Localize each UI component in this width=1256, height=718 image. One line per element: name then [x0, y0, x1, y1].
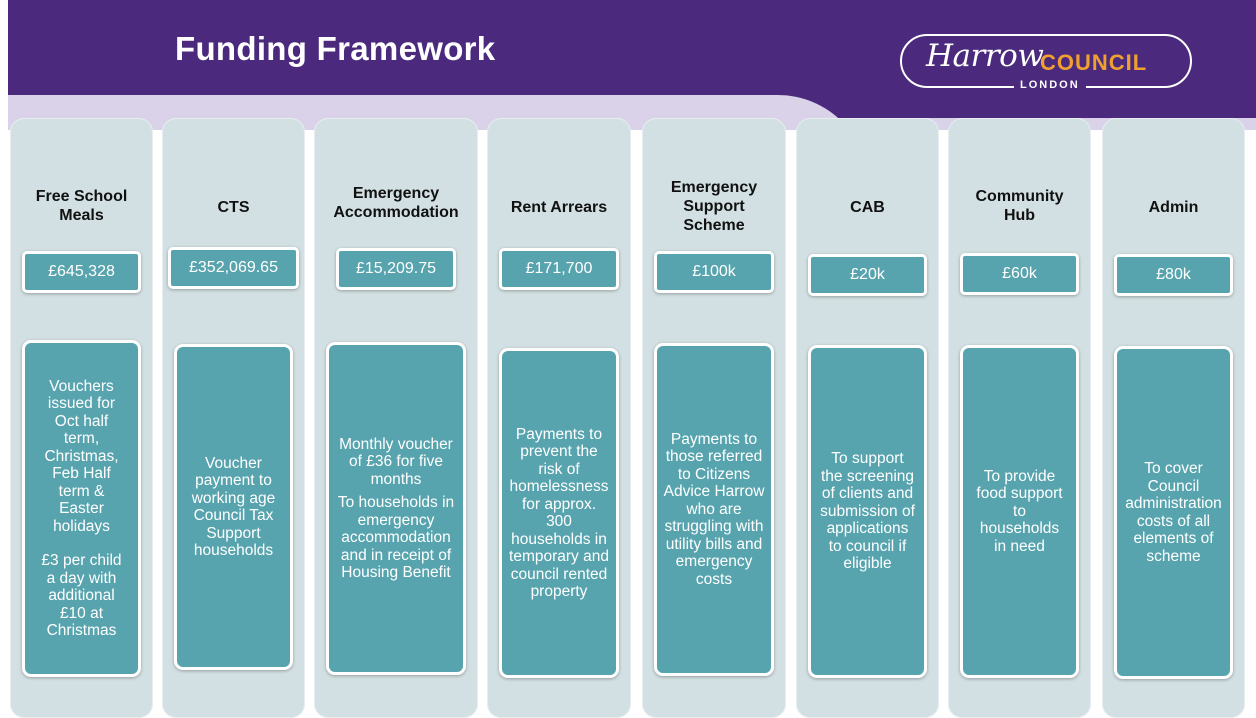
column-free-school-meals: Free School Meals £645,328 Vouchers issu… [10, 118, 153, 718]
column-cab: CAB £20k To support the screening of cli… [796, 118, 939, 718]
description-text: Vouchers issued for Oct half term, Chris… [44, 377, 119, 535]
funding-description: Monthly voucher of £36 for five months T… [326, 342, 466, 675]
logo-council: COUNCIL [1040, 50, 1148, 75]
column-title: CTS [217, 199, 250, 216]
funding-amount: £80k [1114, 254, 1233, 296]
description-text: Payments to those referred to Citizens A… [663, 430, 765, 588]
column-title: Emergency Accommodation [333, 185, 459, 221]
column-title: Rent Arrears [510, 199, 608, 216]
column-title: Admin [1148, 199, 1199, 216]
funding-description: To cover Council administration costs of… [1114, 346, 1233, 679]
column-cts: CTS £352,069.65 Voucher payment to worki… [162, 118, 305, 718]
column-community-hub: Community Hub £60k To provide food suppo… [948, 118, 1091, 718]
funding-description: Vouchers issued for Oct half term, Chris… [22, 340, 141, 677]
funding-description: Payments to prevent the risk of homeless… [499, 348, 619, 678]
funding-amount: £15,209.75 [336, 248, 456, 290]
funding-amount: £171,700 [499, 248, 619, 290]
column-title: CAB [850, 199, 885, 216]
funding-description: To support the screening of clients and … [808, 345, 927, 678]
funding-description: To provide food support to households in… [960, 345, 1079, 678]
column-title: Emergency Support Scheme [670, 179, 758, 234]
funding-amount: £352,069.65 [168, 247, 299, 289]
funding-amount: £645,328 [22, 251, 141, 293]
column-title: Free School Meals [35, 188, 128, 224]
logo-script: Harrow [926, 38, 1044, 74]
column-title: Community Hub [975, 188, 1064, 224]
description-text: To cover Council administration costs of… [1125, 460, 1222, 565]
column-admin: Admin £80k To cover Council administrati… [1102, 118, 1245, 718]
harrow-council-logo: Harrow COUNCIL LONDON [900, 34, 1192, 91]
logo-sub: LONDON [1014, 79, 1086, 91]
column-rent-arrears: Rent Arrears £171,700 Payments to preven… [487, 118, 631, 718]
column-emergency-accommodation: Emergency Accommodation £15,209.75 Month… [314, 118, 478, 718]
description-text: Voucher payment to working age Council T… [191, 454, 276, 560]
description-text: Monthly voucher of £36 for five months [339, 435, 453, 488]
description-text: Payments to prevent the risk of homeless… [509, 425, 609, 601]
header-banner [8, 0, 1256, 130]
funding-description: Voucher payment to working age Council T… [174, 344, 293, 670]
funding-amount: £60k [960, 253, 1079, 295]
funding-amount: £20k [808, 254, 927, 296]
description-text: £3 per child a day with additional £10 a… [41, 552, 122, 639]
description-text: To support the screening of clients and … [820, 450, 915, 573]
funding-description: Payments to those referred to Citizens A… [654, 343, 774, 676]
description-text: To households in emergency accommodation… [337, 494, 455, 581]
column-emergency-support-scheme: Emergency Support Scheme £100k Payments … [642, 118, 786, 718]
funding-amount: £100k [654, 251, 774, 293]
description-text: To provide food support to households in… [976, 467, 1063, 555]
page-title: Funding Framework [175, 30, 496, 67]
